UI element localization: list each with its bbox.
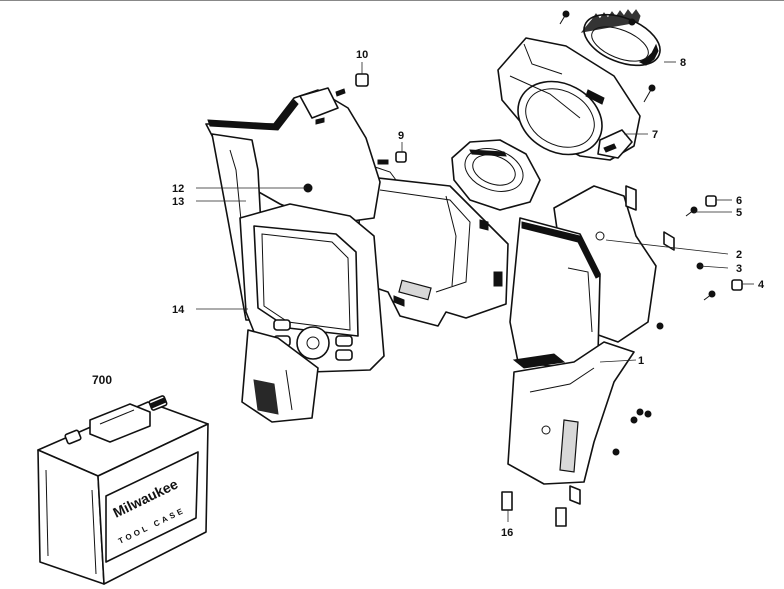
screw-handle-2: [656, 322, 664, 330]
callout-7: 7: [652, 129, 658, 141]
lens-module: [451, 139, 541, 211]
callout-6: 6: [736, 195, 742, 207]
rear-handle: [241, 329, 319, 423]
callout-2: 2: [736, 249, 742, 261]
part-9-clip: [377, 151, 407, 165]
callout-14: 14: [172, 304, 185, 316]
screw-top-left: [559, 10, 570, 25]
callout-3: 3: [736, 263, 742, 275]
part-1-front-handle: [507, 341, 635, 485]
part-700-carrying-case: Milwaukee TOOL CASE: [37, 395, 209, 585]
screw-right-of-housing: [643, 84, 656, 103]
callout-8: 8: [680, 57, 686, 69]
top-border-line: [0, 0, 784, 1]
screws-lower-handle: [612, 408, 652, 456]
part-2-front-housing: [509, 185, 675, 369]
part-7-lens-housing: [497, 37, 641, 161]
part-4-nut: [731, 279, 743, 291]
callout-4: 4: [758, 279, 765, 291]
main-circuit-board: [357, 165, 509, 327]
callout-5: 5: [736, 207, 742, 219]
part-10-cap: [335, 73, 369, 97]
part-16-feet: [501, 485, 581, 527]
callout-9: 9: [398, 130, 404, 142]
callout-labels: 1 2 3 4 5 6 7 8 9 10 12 13 14 16 700: [92, 49, 765, 539]
callout-13: 13: [172, 196, 184, 208]
callout-1: 1: [638, 355, 644, 367]
part-6-button: [705, 195, 717, 207]
part-8-focus-ring: [580, 9, 661, 67]
callout-10: 10: [356, 49, 368, 61]
part-5-screw: [685, 206, 698, 217]
part-14-display-bezel: [239, 203, 385, 373]
callout-16: 16: [501, 527, 513, 539]
callout-12: 12: [172, 183, 184, 195]
callout-700: 700: [92, 373, 112, 387]
screw-handle-1: [703, 290, 716, 301]
leader-lines: [196, 61, 754, 522]
